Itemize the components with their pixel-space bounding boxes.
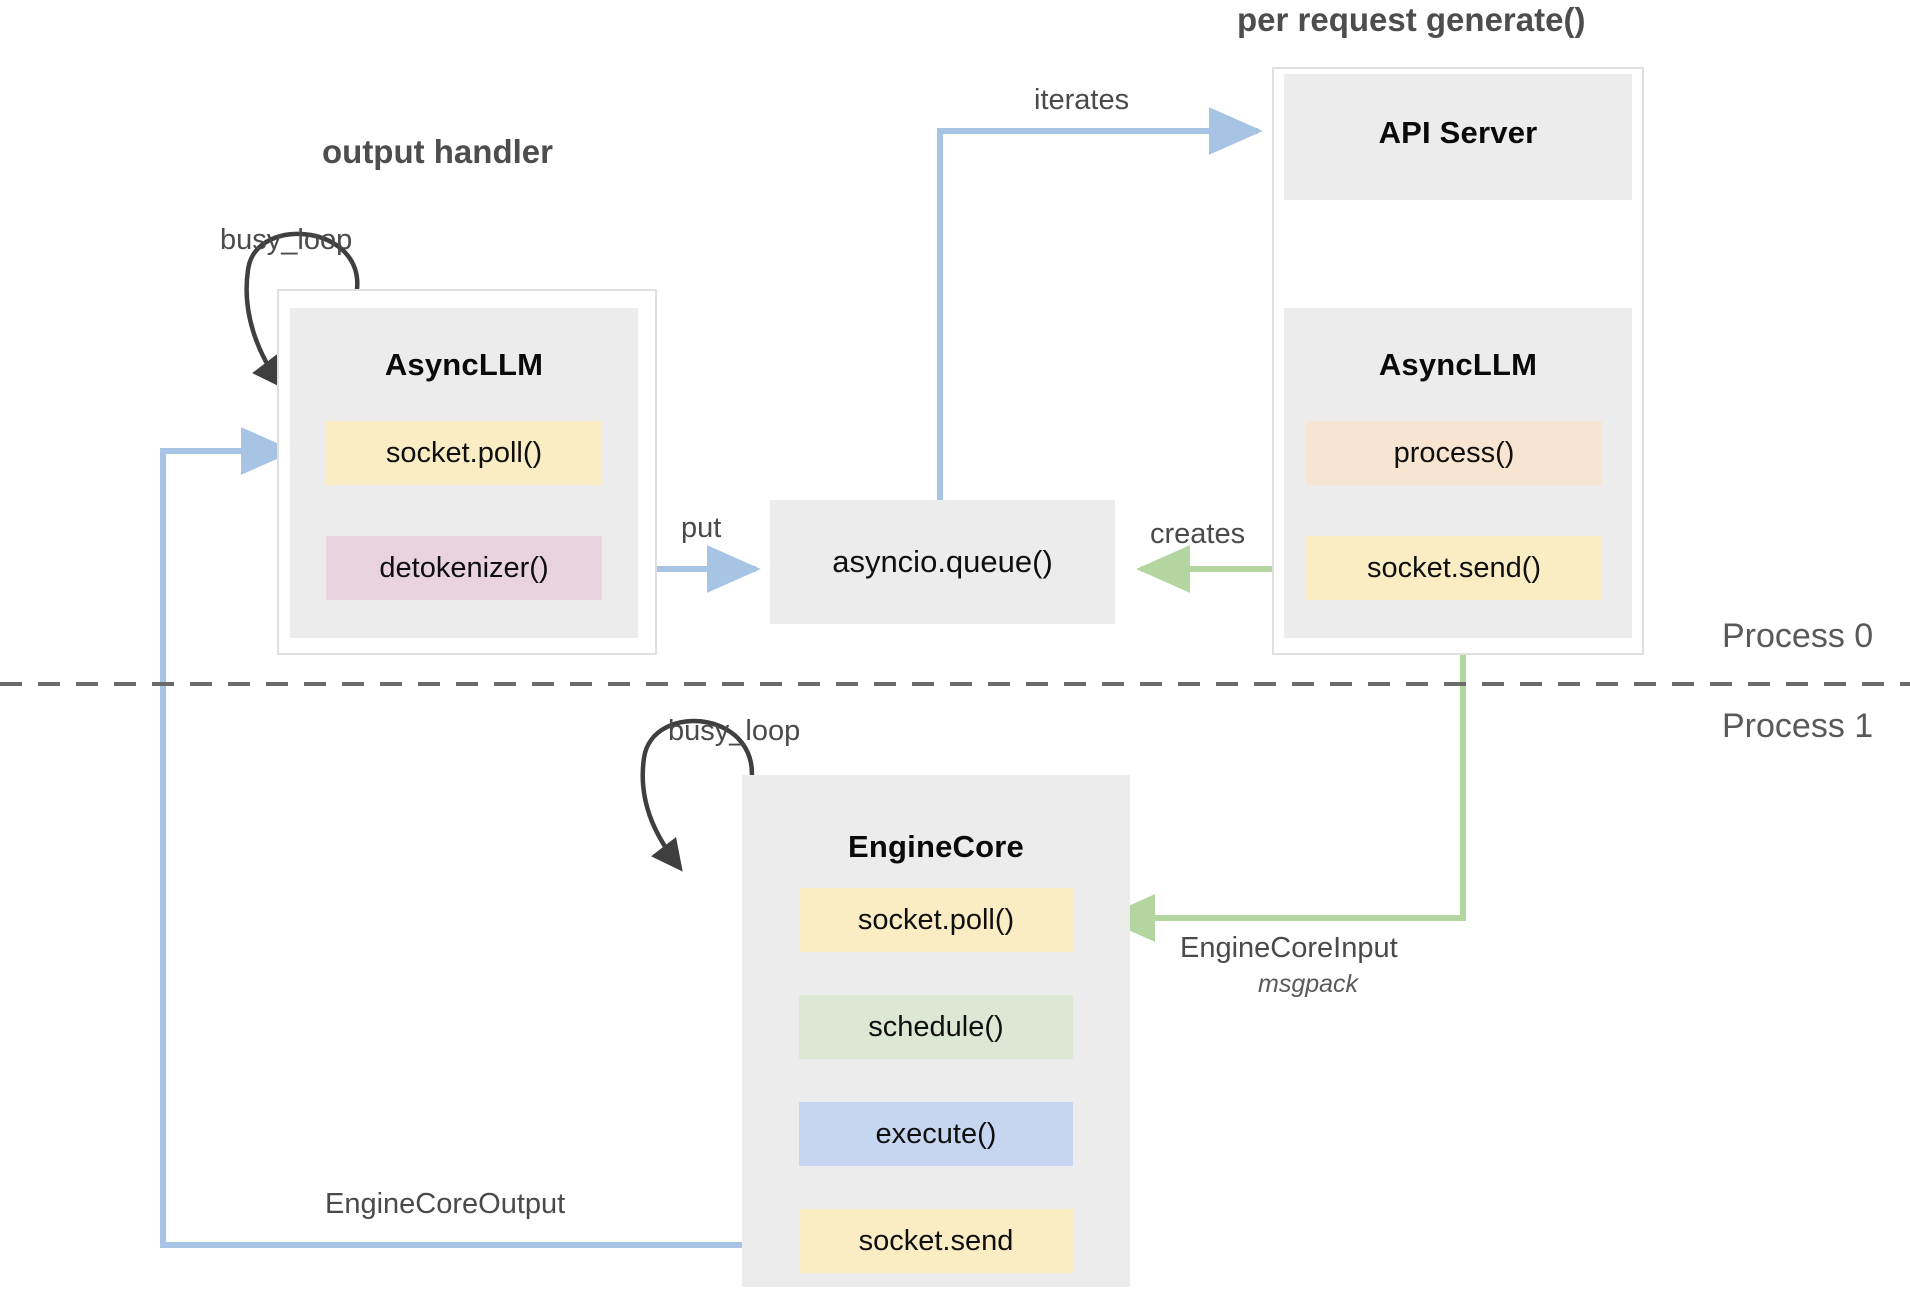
slot-output-handler-detokenizer[interactable]: detokenizer() <box>326 536 602 600</box>
output-handler-asyncllm-title: AsyncLLM <box>384 347 544 382</box>
output-handler-asyncllm-module: AsyncLLM socket.poll() detokenizer() <box>290 308 638 638</box>
engine-core-module: EngineCore socket.poll() schedule() exec… <box>742 775 1130 1287</box>
api-server-module: API Server <box>1284 74 1632 200</box>
api-server-title: API Server <box>1378 115 1538 150</box>
busy-loop-label-output-handler: busy_loop <box>220 224 353 256</box>
slot-engine-core-schedule[interactable]: schedule() <box>799 995 1073 1059</box>
iterates-label: iterates <box>1034 84 1130 116</box>
creates-label: creates <box>1150 518 1246 550</box>
asyncio-queue-box[interactable]: asyncio.queue() <box>770 500 1115 624</box>
slot-output-handler-socket-poll[interactable]: socket.poll() <box>326 421 602 485</box>
section-title-per-request-generate: per request generate() <box>1237 1 1586 38</box>
engine-core-output-label: EngineCoreOutput <box>325 1188 566 1220</box>
put-label: put <box>681 512 722 544</box>
busy-loop-label-engine-core: busy_loop <box>668 715 801 747</box>
slot-engine-core-socket-poll[interactable]: socket.poll() <box>799 888 1073 952</box>
engine-core-input-label: EngineCoreInput <box>1180 932 1398 964</box>
section-title-output-handler: output handler <box>322 133 553 170</box>
api-asyncllm-title: AsyncLLM <box>1378 347 1538 382</box>
slot-engine-core-execute[interactable]: execute() <box>799 1102 1073 1166</box>
process-label-0: Process 0 <box>1722 617 1874 655</box>
slot-api-asyncllm-process[interactable]: process() <box>1306 421 1602 485</box>
slot-engine-core-socket-send[interactable]: socket.send <box>799 1209 1073 1273</box>
engine-core-title: EngineCore <box>848 829 1024 864</box>
engine-core-input-sublabel: msgpack <box>1258 970 1359 998</box>
slot-api-asyncllm-socket-send[interactable]: socket.send() <box>1306 536 1602 600</box>
iterates-arrow <box>937 107 1263 500</box>
process-label-1: Process 1 <box>1722 707 1874 745</box>
api-asyncllm-module: AsyncLLM process() socket.send() <box>1284 308 1632 638</box>
